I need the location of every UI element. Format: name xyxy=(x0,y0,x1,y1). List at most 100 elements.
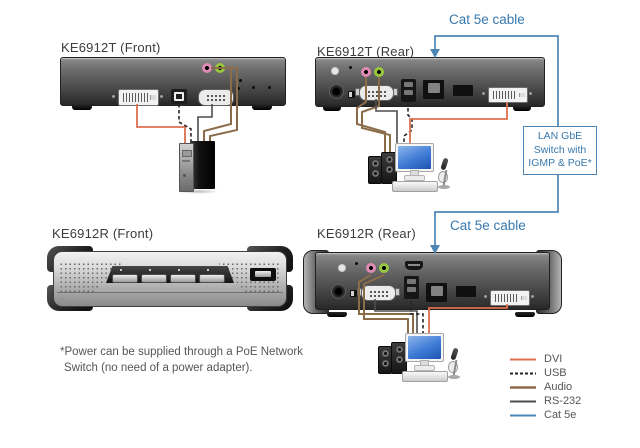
audio-cable xyxy=(356,77,386,157)
led-dot xyxy=(349,66,352,69)
led-dot xyxy=(207,269,209,271)
usb-b-inner xyxy=(174,92,184,101)
screw-icon xyxy=(529,92,532,95)
dvi-cable xyxy=(136,104,186,148)
dvi-pins xyxy=(495,294,519,302)
rs232-cable xyxy=(375,99,398,152)
audio-line-swatch xyxy=(510,385,536,389)
pushbutton xyxy=(141,274,167,283)
device-foot xyxy=(72,104,92,110)
legend-row-cat5e: Cat 5e xyxy=(509,408,581,422)
device-foot xyxy=(515,312,535,317)
dvi-port xyxy=(490,290,530,306)
drive-slot xyxy=(182,160,190,162)
front-usb-port xyxy=(250,268,276,281)
cable-legend: DVI USB Audio RS-232 Cat 5e xyxy=(509,352,581,422)
pc-side-panel xyxy=(190,141,215,189)
screw-icon xyxy=(482,92,485,95)
lan-switch-box: LAN GbE Switch with IGMP & PoE* xyxy=(523,126,597,175)
power-switch xyxy=(348,91,355,98)
usb-ports xyxy=(404,276,419,299)
dvi-port xyxy=(118,89,159,106)
pc-front-panel xyxy=(179,143,194,192)
legend-row-rs232: RS-232 xyxy=(509,394,581,408)
legend-row-audio: Audio xyxy=(509,380,581,394)
screw-icon xyxy=(160,95,163,98)
usb-cable xyxy=(410,301,424,342)
serial-pins xyxy=(366,89,387,97)
audio-mic-jack xyxy=(361,67,371,77)
ke6912r-front-title: KE6912R (Front) xyxy=(52,226,154,241)
ke6912t-rear-title: KE6912T (Rear) xyxy=(317,44,415,59)
legend-label: DVI xyxy=(544,353,563,365)
ke6912r-front-device xyxy=(45,243,297,315)
pushbutton xyxy=(170,274,196,283)
serial-port xyxy=(198,89,234,106)
ke6912t-front-title: KE6912T (Front) xyxy=(61,40,161,55)
power-switch xyxy=(350,290,357,297)
speaker xyxy=(378,346,392,374)
usb-line-swatch xyxy=(510,372,536,374)
led-dot xyxy=(252,86,255,89)
keyboard xyxy=(402,371,448,382)
screw-icon xyxy=(484,295,487,298)
lan-switch-line1: LAN GbE xyxy=(537,130,583,142)
led-dot xyxy=(239,79,242,82)
led-dot xyxy=(355,262,358,265)
microphone-icon xyxy=(450,347,459,361)
cat5e-line-swatch xyxy=(510,414,536,416)
audio-mic-jack xyxy=(202,63,212,73)
power-button xyxy=(183,174,186,177)
grounding-dot xyxy=(331,67,339,75)
dvi-slot xyxy=(519,93,525,97)
cat5e-cable-label-bottom: Cat 5e cable xyxy=(450,218,526,233)
legend-row-usb: USB xyxy=(509,366,581,380)
screw-icon xyxy=(112,95,115,98)
grounding-dot xyxy=(338,264,346,272)
monitor xyxy=(405,333,444,362)
dvi-port xyxy=(488,87,528,103)
cat5e-cable xyxy=(434,35,559,246)
optical-drive xyxy=(182,150,192,157)
screw-icon xyxy=(531,295,534,298)
usb-ports xyxy=(401,79,416,102)
workstation xyxy=(368,140,452,192)
sfp-slot xyxy=(453,85,473,96)
seam-line xyxy=(57,292,283,293)
monitor-base xyxy=(414,365,435,371)
led-dot xyxy=(268,86,271,89)
dvi-line-swatch xyxy=(510,358,536,360)
dvi-slot xyxy=(150,95,156,100)
audio-mic-jack xyxy=(366,263,376,273)
shadow xyxy=(177,189,219,194)
usb-b-port xyxy=(171,89,187,104)
arrow-down-icon xyxy=(430,49,440,58)
legend-label: USB xyxy=(544,367,567,379)
audio-cable xyxy=(363,274,409,343)
hdmi-port xyxy=(405,261,423,270)
led-dot xyxy=(237,87,240,90)
rs232-cable xyxy=(197,104,213,148)
usb-cable xyxy=(403,102,413,152)
usb-b-tongue xyxy=(176,94,182,99)
monitor-base xyxy=(404,175,425,181)
cat5e-cable-label-top: Cat 5e cable xyxy=(449,12,525,27)
device-foot xyxy=(252,104,272,110)
rj45-port xyxy=(423,80,444,99)
device-foot xyxy=(327,312,347,317)
dvi-cable xyxy=(409,102,508,150)
dvi-pins xyxy=(493,91,517,99)
audio-speaker-jack xyxy=(379,263,389,273)
device-body xyxy=(53,251,287,307)
microphone-base xyxy=(438,185,450,189)
serial-pins xyxy=(205,93,227,102)
microphone-base xyxy=(448,375,460,379)
lan-switch-line2: Switch with xyxy=(533,143,587,156)
legend-label: Cat 5e xyxy=(544,409,577,421)
sfp-slot xyxy=(456,286,476,297)
dvi-slot xyxy=(521,296,527,300)
serial-screw xyxy=(393,88,398,96)
rs232-cable xyxy=(374,299,418,342)
